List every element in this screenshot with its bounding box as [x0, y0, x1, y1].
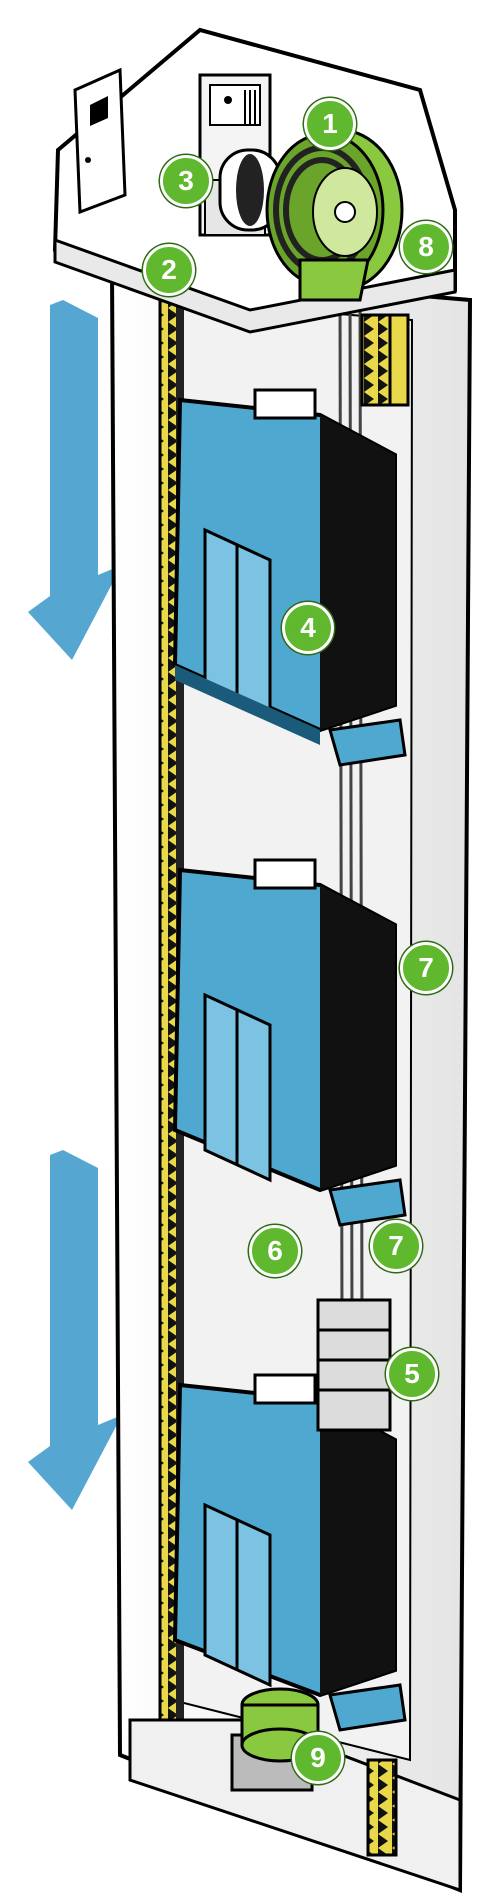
callout-6: 6: [249, 1225, 301, 1277]
door-icon: [73, 67, 127, 215]
elevator-car-icon: [172, 388, 397, 745]
callout-9: 9: [292, 1732, 344, 1784]
callout-7a: 7: [400, 942, 452, 994]
buffer-icon: [128, 1687, 462, 1893]
down-arrow-icon: [28, 1150, 122, 1510]
callout-2: 2: [143, 244, 195, 296]
callout-1: 1: [304, 98, 356, 150]
callout-5: 5: [386, 1348, 438, 1400]
callout-8: 8: [400, 221, 452, 273]
callout-7b: 7: [370, 1220, 422, 1272]
right-guide-rail: [360, 313, 410, 407]
down-arrow-icon: [28, 300, 122, 660]
motor: [218, 148, 282, 232]
elevator-car-icon: [172, 858, 397, 1193]
callout-4: 4: [282, 602, 334, 654]
counterweight-icon: [316, 1298, 392, 1432]
safety-gear: [328, 718, 407, 1732]
elevator-car-icon: [172, 1373, 397, 1698]
callout-3: 3: [160, 155, 212, 207]
